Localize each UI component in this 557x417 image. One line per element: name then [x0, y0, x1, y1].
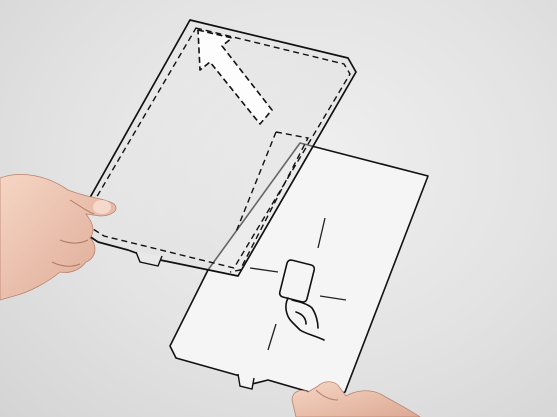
photo-scene — [0, 0, 557, 417]
illustration — [0, 0, 557, 417]
